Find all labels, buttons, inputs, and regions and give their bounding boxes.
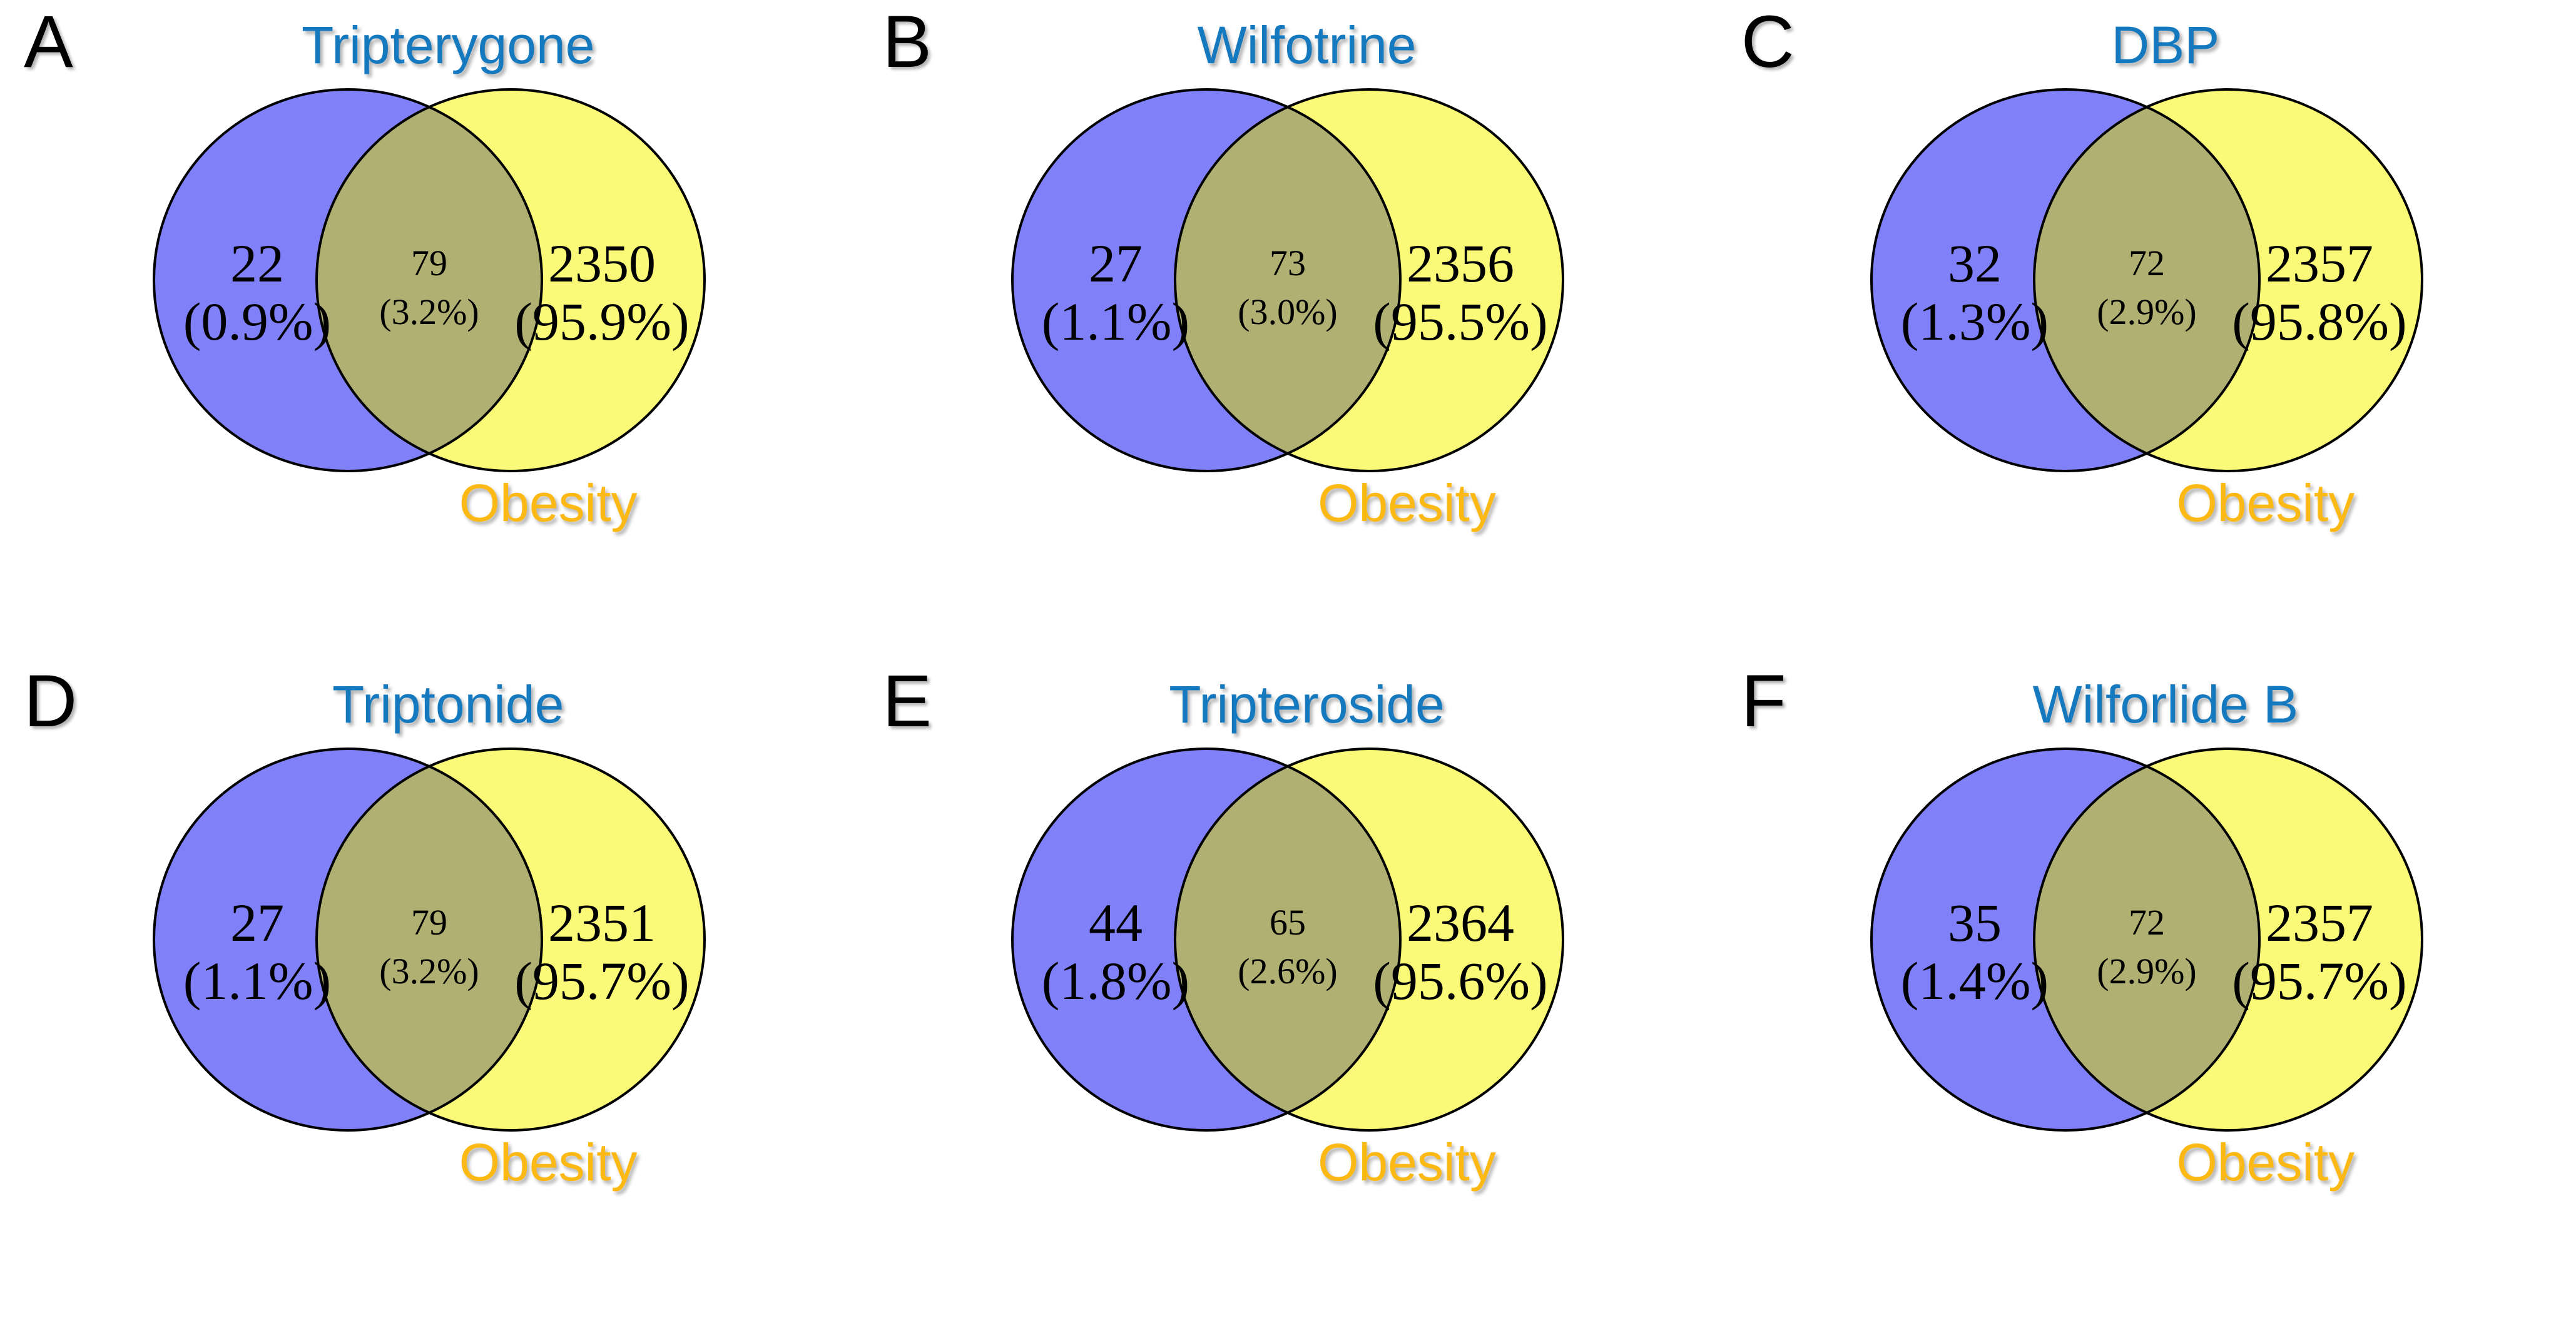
panel-letter-d: D — [24, 659, 77, 743]
left-only-count: 44 — [1089, 893, 1143, 953]
right-only-count: 2350 — [548, 233, 656, 293]
panel-letter-a: A — [24, 1, 73, 83]
intersection-percent: (3.0%) — [1238, 291, 1338, 332]
left-set-outline — [1870, 747, 2261, 1132]
compound-label: DBP — [2111, 16, 2220, 74]
left-only-count: 27 — [1089, 233, 1143, 293]
intersection-region — [2034, 748, 2259, 1130]
venn-panel-b: B Wilfotrine 27 (1.1%) 73 (3.0%) — [858, 0, 1717, 659]
obesity-label: Obesity — [1318, 474, 1496, 532]
left-only-percent: (1.3%) — [1901, 291, 2049, 352]
intersection-percent: (2.9%) — [2097, 951, 2196, 991]
intersection-count: 72 — [2129, 243, 2165, 283]
venn-svg: 44 (1.8%) 65 (2.6%) 2364 (95.6%) — [1011, 747, 1565, 1132]
panel-letter-e: E — [882, 659, 932, 743]
intersection-region — [2034, 89, 2259, 471]
right-only-percent: (95.7%) — [514, 951, 689, 1011]
obesity-label: Obesity — [2176, 474, 2355, 532]
intersection-region — [317, 748, 542, 1130]
venn-diagram: 35 (1.4%) 72 (2.9%) 2357 (95.7%) — [1815, 739, 2478, 1140]
right-only-count: 2357 — [2266, 233, 2373, 293]
venn-diagram: 22 (0.9%) 79 (3.2%) 2350 (95.9%) — [98, 80, 761, 480]
venn-svg: 35 (1.4%) 72 (2.9%) 2357 (95.7%) — [1870, 747, 2423, 1132]
obesity-label: Obesity — [459, 474, 638, 532]
venn-panel-d: D Triptonide 27 (1.1%) 79 (3.2%) — [0, 659, 858, 1318]
left-set-outline — [1011, 747, 1402, 1132]
right-only-percent: (95.7%) — [2232, 951, 2406, 1011]
left-only-percent: (0.9%) — [183, 291, 331, 352]
compound-label: Tripteroside — [1169, 674, 1445, 734]
right-only-count: 2364 — [1407, 893, 1514, 953]
intersection-percent: (3.2%) — [379, 951, 479, 991]
intersection-region — [1175, 748, 1401, 1130]
compound-label: Wilforlide B — [2032, 674, 2299, 734]
obesity-label: Obesity — [2176, 1132, 2355, 1192]
venn-svg: 27 (1.1%) 79 (3.2%) 2351 (95.7%) — [153, 747, 706, 1132]
left-only-count: 27 — [230, 893, 284, 953]
venn-diagram: 27 (1.1%) 73 (3.0%) 2356 (95.5%) — [956, 80, 1619, 480]
intersection-region — [317, 89, 542, 471]
venn-diagram: 44 (1.8%) 65 (2.6%) 2364 (95.6%) — [956, 739, 1619, 1140]
right-set-outline — [2032, 747, 2423, 1132]
left-set-outline — [1011, 88, 1402, 472]
right-set-outline — [2032, 88, 2423, 472]
intersection-count: 79 — [411, 902, 447, 943]
panel-letter-f: F — [1741, 659, 1786, 743]
left-only-percent: (1.1%) — [1042, 291, 1189, 352]
left-only-percent: (1.8%) — [1042, 951, 1189, 1011]
venn-diagram: 32 (1.3%) 72 (2.9%) 2357 (95.8%) — [1815, 80, 2478, 480]
intersection-count: 79 — [411, 243, 447, 283]
intersection-region — [1175, 89, 1401, 471]
compound-label: Tripterygone — [301, 16, 595, 74]
right-only-percent: (95.6%) — [1373, 951, 1548, 1011]
right-only-count: 2357 — [2266, 893, 2373, 953]
left-only-percent: (1.1%) — [183, 951, 331, 1011]
venn-panel-f: F Wilforlide B 35 (1.4%) 72 (2.9 — [1718, 659, 2576, 1318]
intersection-percent: (3.2%) — [379, 291, 479, 332]
intersection-count: 72 — [2129, 902, 2165, 943]
left-only-percent: (1.4%) — [1901, 951, 2049, 1011]
venn-svg: 22 (0.9%) 79 (3.2%) 2350 (95.9%) — [153, 88, 706, 472]
venn-svg: 32 (1.3%) 72 (2.9%) 2357 (95.8%) — [1870, 88, 2423, 472]
right-set-outline — [1174, 747, 1565, 1132]
intersection-percent: (2.9%) — [2097, 291, 2196, 332]
right-only-percent: (95.5%) — [1373, 291, 1548, 352]
obesity-label: Obesity — [1318, 1132, 1496, 1192]
left-only-count: 35 — [1948, 893, 2002, 953]
right-set-outline — [315, 88, 706, 472]
right-only-count: 2356 — [1407, 233, 1514, 293]
intersection-count: 65 — [1270, 902, 1306, 943]
left-set-outline — [1870, 88, 2261, 472]
right-set-outline — [315, 747, 706, 1132]
left-set-outline — [153, 747, 544, 1132]
right-only-count: 2351 — [548, 893, 656, 953]
panel-letter-c: C — [1741, 1, 1795, 83]
compound-label: Wilfotrine — [1197, 16, 1417, 74]
right-only-percent: (95.9%) — [514, 291, 689, 352]
venn-diagram: 27 (1.1%) 79 (3.2%) 2351 (95.7%) — [98, 739, 761, 1140]
obesity-label: Obesity — [459, 1132, 638, 1192]
compound-label: Triptonide — [332, 674, 564, 734]
venn-panel-a: A Tripterygone 22 (0.9%) 79 (3.2 — [0, 0, 858, 659]
left-only-count: 32 — [1948, 233, 2002, 293]
venn-svg: 27 (1.1%) 73 (3.0%) 2356 (95.5%) — [1011, 88, 1565, 472]
venn-panel-e: E Tripteroside 44 (1.8%) 65 (2.6 — [858, 659, 1717, 1318]
intersection-percent: (2.6%) — [1238, 951, 1338, 991]
left-set-outline — [153, 88, 544, 472]
right-set-outline — [1174, 88, 1565, 472]
venn-panel-c: C DBP 32 (1.3%) 72 (2.9%) — [1718, 0, 2576, 659]
left-only-count: 22 — [230, 233, 284, 293]
panel-letter-b: B — [882, 1, 932, 83]
intersection-count: 73 — [1270, 243, 1306, 283]
right-only-percent: (95.8%) — [2232, 291, 2406, 352]
